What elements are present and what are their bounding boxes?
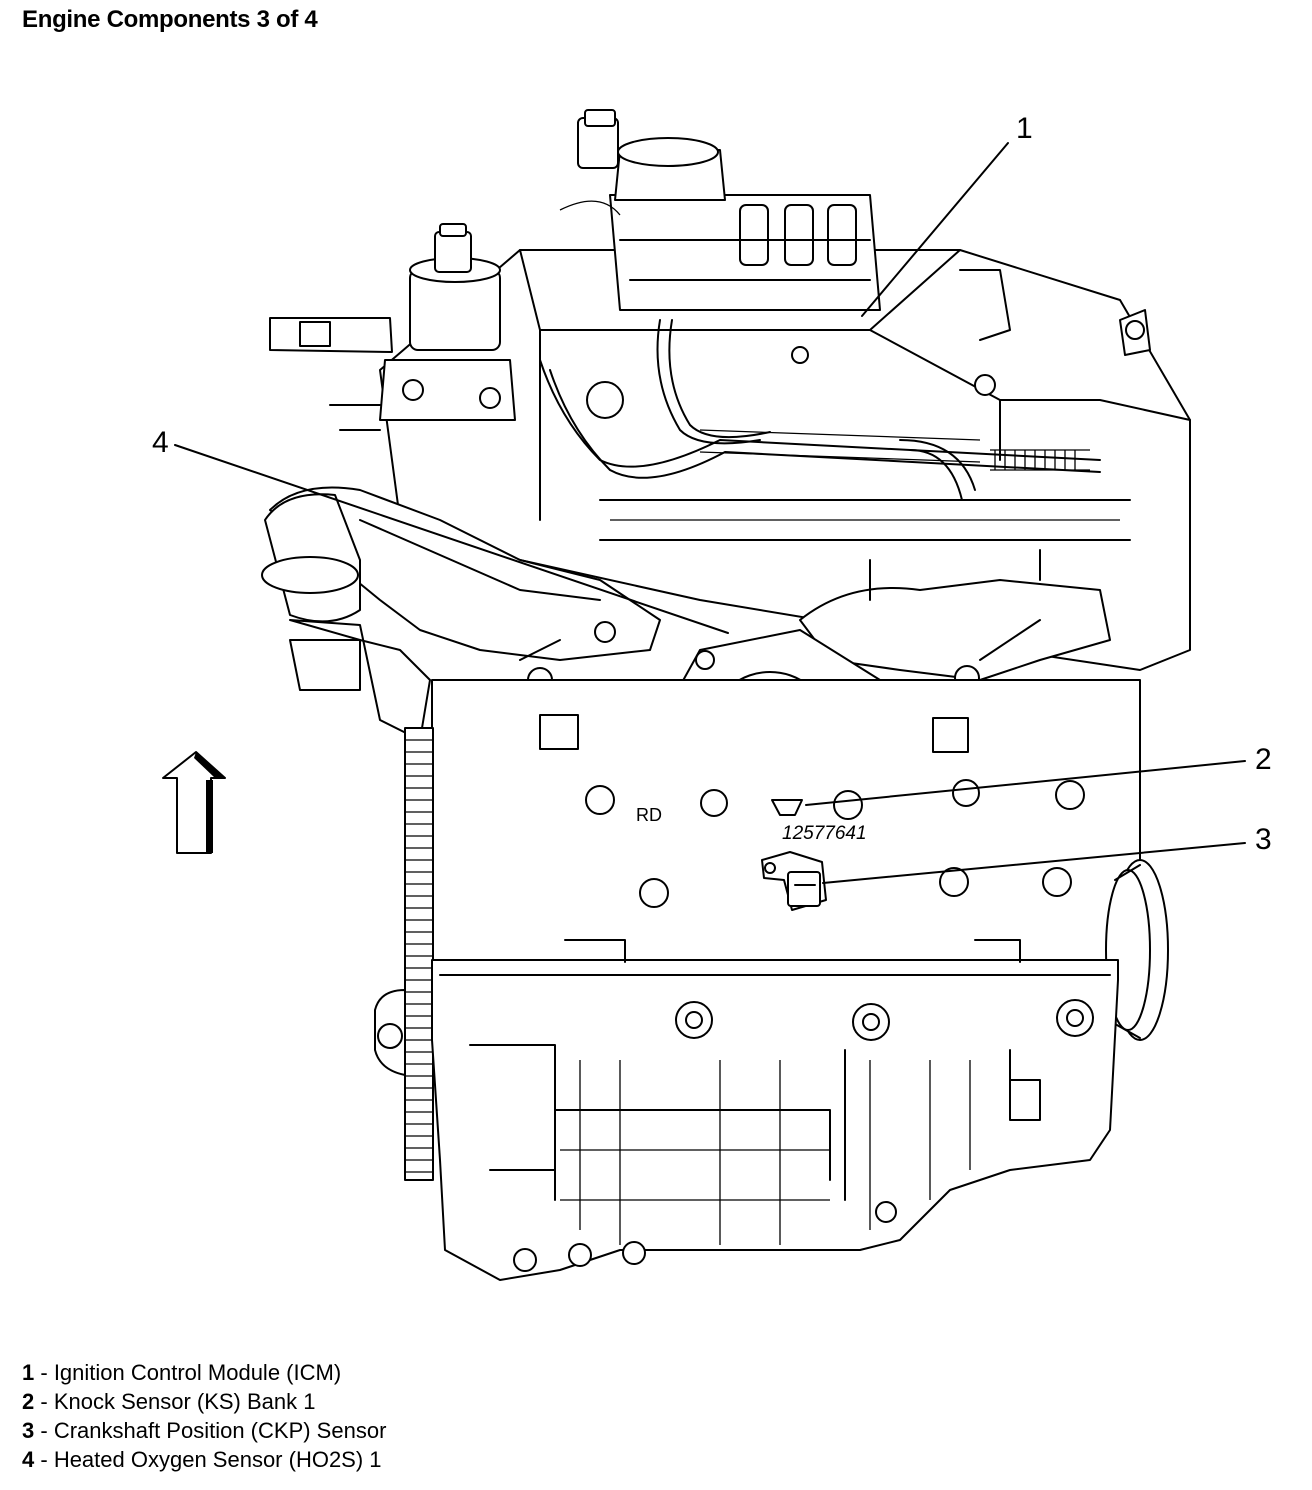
leader-line-4 bbox=[174, 444, 729, 634]
legend-item-separator: - bbox=[34, 1389, 54, 1414]
legend-item-number: 4 bbox=[22, 1447, 35, 1472]
egr-valve bbox=[269, 223, 516, 431]
callout-2: 2 bbox=[1255, 743, 1272, 776]
component-legend: 1 - Ignition Control Module (ICM) 2 - Kn… bbox=[22, 1358, 386, 1474]
legend-item-separator: - bbox=[34, 1447, 54, 1472]
ignition-control-module bbox=[559, 109, 881, 311]
crankshaft-position-sensor bbox=[761, 851, 827, 911]
front-direction-arrow bbox=[162, 751, 226, 854]
legend-item-number: 1 bbox=[22, 1360, 35, 1385]
legend-item-text: Crankshaft Position (CKP) Sensor bbox=[53, 1418, 387, 1443]
legend-item-separator: - bbox=[34, 1418, 54, 1443]
legend-item-text: Knock Sensor (KS) Bank 1 bbox=[53, 1389, 316, 1414]
legend-item: 2 - Knock Sensor (KS) Bank 1 bbox=[22, 1387, 386, 1416]
knock-sensor bbox=[771, 799, 803, 816]
callout-4: 4 bbox=[152, 426, 169, 459]
cylinder-head bbox=[379, 249, 1191, 671]
block-stamp: RD bbox=[636, 805, 662, 825]
callout-1: 1 bbox=[1016, 112, 1033, 145]
leader-line-2 bbox=[805, 760, 1246, 806]
leader-line-1 bbox=[861, 142, 1009, 317]
legend-item: 3 - Crankshaft Position (CKP) Sensor bbox=[22, 1416, 386, 1445]
legend-item-separator: - bbox=[34, 1360, 54, 1385]
diagram-title: Engine Components 3 of 4 bbox=[22, 6, 318, 33]
wiring-harness bbox=[539, 319, 1101, 501]
legend-item: 1 - Ignition Control Module (ICM) bbox=[22, 1358, 386, 1387]
oil-pan bbox=[377, 939, 1119, 1281]
flywheel bbox=[374, 727, 434, 1181]
legend-item-number: 2 bbox=[22, 1389, 35, 1414]
callout-3: 3 bbox=[1255, 823, 1272, 856]
legend-item: 4 - Heated Oxygen Sensor (HO2S) 1 bbox=[22, 1445, 386, 1474]
callout-leaders bbox=[174, 142, 1246, 884]
part-number-label: 12577641 bbox=[782, 823, 867, 844]
exhaust-pipe bbox=[261, 493, 431, 741]
legend-item-number: 3 bbox=[22, 1418, 35, 1443]
legend-item-text: Ignition Control Module (ICM) bbox=[53, 1360, 342, 1385]
legend-item-text: Heated Oxygen Sensor (HO2S) 1 bbox=[53, 1447, 382, 1472]
engine-block: RD 12577641 bbox=[431, 679, 1141, 961]
leader-line-3 bbox=[822, 842, 1246, 884]
